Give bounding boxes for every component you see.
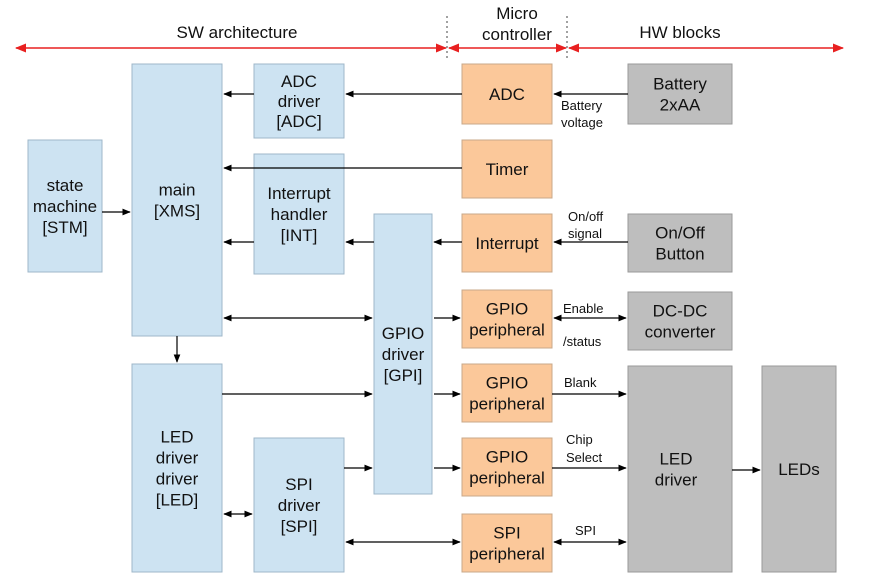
adc-driver-label-line3: [ADC]	[276, 112, 321, 131]
interrupt-handler-block	[253, 153, 345, 275]
onoff-label-line2: Button	[655, 245, 704, 264]
dcdc-label-line2: converter	[645, 323, 716, 342]
gpio-driver-label-line3: [GPI]	[384, 366, 423, 385]
gpio3-label-line1: GPIO	[486, 448, 529, 467]
interrupt-block	[461, 213, 553, 273]
timer-label-line1: Timer	[486, 160, 529, 179]
int-handler-label-line3: [INT]	[281, 226, 318, 245]
status-label: /status	[563, 334, 602, 349]
gpio-peripheral-1-block	[461, 289, 553, 349]
blank-label: Blank	[564, 375, 597, 390]
xms-label-line1: main	[159, 181, 196, 200]
gpio-peripheral-3-block	[461, 437, 553, 497]
leds-label-line1: LEDs	[778, 460, 820, 479]
connections	[102, 90, 761, 546]
onoff-button-block	[627, 213, 733, 273]
onoff-label-line1: On/Off	[655, 224, 705, 243]
gpio2-label-line1: GPIO	[486, 374, 529, 393]
state-machine-block	[27, 139, 103, 273]
gpio-driver-block	[373, 213, 433, 495]
gpio2-label-line2: peripheral	[469, 395, 545, 414]
stm-label-line2: machine	[33, 197, 97, 216]
xms-label-line2: [XMS]	[154, 202, 200, 221]
spi-driver-label-line3: [SPI]	[281, 517, 318, 536]
battery-label-line1: Battery	[653, 75, 707, 94]
battery-block	[627, 63, 733, 125]
spi-peripheral-block	[461, 513, 553, 573]
spi-signal-label: SPI	[575, 523, 596, 538]
signal-labels: Battery voltage On/off signal Enable /st…	[561, 98, 604, 538]
adc-label-line1: ADC	[489, 85, 525, 104]
gpio1-label-line1: GPIO	[486, 300, 529, 319]
battery-voltage-label-line1: Battery	[561, 98, 603, 113]
led-driver-hw-label-line1: LED	[659, 450, 692, 469]
stm-label-line1: state	[47, 176, 84, 195]
gpio-peripheral-2-block	[461, 363, 553, 423]
battery-voltage-label-line2: voltage	[561, 115, 603, 130]
battery-label-line2: 2xAA	[660, 96, 701, 115]
gpio-driver-label-line1: GPIO	[382, 324, 425, 343]
adc-driver-block	[253, 63, 345, 139]
hardware-blocks	[627, 63, 837, 573]
block-labels: statemachine[STM]main[XMS]ADCdriver[ADC]…	[33, 72, 820, 564]
gpio-driver-label-line2: driver	[382, 345, 425, 364]
onoff-signal-label-line1: On/off	[568, 209, 604, 224]
hw-section-label: HW blocks	[639, 23, 720, 42]
timer-block	[461, 139, 553, 199]
spi-driver-label-line1: SPI	[285, 475, 312, 494]
mc-section-label-line1: Micro	[496, 4, 538, 23]
chip-select-label-line1: Chip	[566, 432, 593, 447]
led-driver-sw-label-line3: driver	[156, 470, 199, 489]
mc-section-label-line2: controller	[482, 25, 552, 44]
gpio3-label-line2: peripheral	[469, 469, 545, 488]
led-driver-sw-label-line2: driver	[156, 449, 199, 468]
int-handler-label-line1: Interrupt	[267, 184, 331, 203]
software-blocks	[27, 63, 433, 573]
interrupt-label-line1: Interrupt	[475, 234, 539, 253]
led-driver-hw-label-line2: driver	[655, 471, 698, 490]
adc-driver-label-line1: ADC	[281, 72, 317, 91]
sw-section-label: SW architecture	[177, 23, 298, 42]
spi-driver-block	[253, 437, 345, 573]
leds-block	[761, 365, 837, 573]
main-block	[131, 63, 223, 337]
led-driver-sw-block	[131, 363, 223, 573]
led-driver-hw-block	[627, 365, 733, 573]
stm-label-line3: [STM]	[42, 218, 87, 237]
spi-periph-label-line2: peripheral	[469, 545, 545, 564]
adc-driver-label-line2: driver	[278, 92, 321, 111]
int-handler-label-line2: handler	[271, 205, 328, 224]
led-driver-sw-label-line4: [LED]	[156, 491, 199, 510]
led-driver-sw-label-line1: LED	[160, 428, 193, 447]
chip-select-label-line2: Select	[566, 450, 603, 465]
enable-label: Enable	[563, 301, 603, 316]
microcontroller-blocks	[461, 63, 553, 573]
spi-driver-label-line2: driver	[278, 496, 321, 515]
dcdc-label-line1: DC-DC	[653, 302, 708, 321]
dcdc-converter-block	[627, 291, 733, 351]
gpio1-label-line2: peripheral	[469, 321, 545, 340]
spi-periph-label-line1: SPI	[493, 524, 520, 543]
onoff-signal-label-line2: signal	[568, 226, 602, 241]
section-headers: SW architecture Micro controller HW bloc…	[14, 4, 845, 60]
